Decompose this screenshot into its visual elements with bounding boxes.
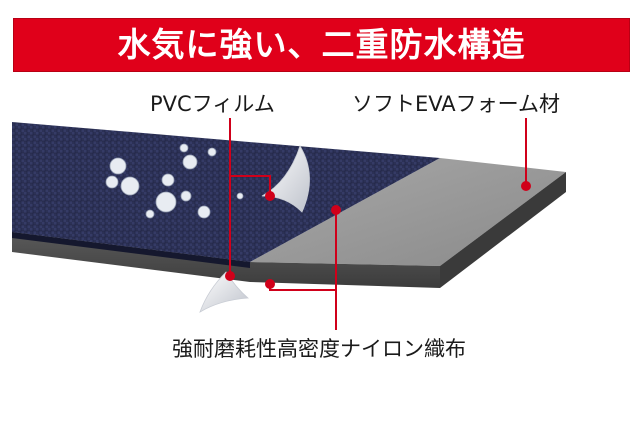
water-droplets (105, 143, 244, 219)
banner-title: 水気に強い、二重防水構造 (117, 25, 526, 64)
nylon-fabric-layer (12, 122, 440, 268)
label-pvc-film: PVCフィルム (150, 92, 275, 116)
title-banner: 水気に強い、二重防水構造 (13, 18, 630, 72)
callout-dots (225, 181, 531, 289)
label-eva-foam: ソフトEVAフォーム材 (352, 92, 561, 116)
label-nylon-fabric: 強耐磨耗性高密度ナイロン織布 (172, 337, 466, 361)
